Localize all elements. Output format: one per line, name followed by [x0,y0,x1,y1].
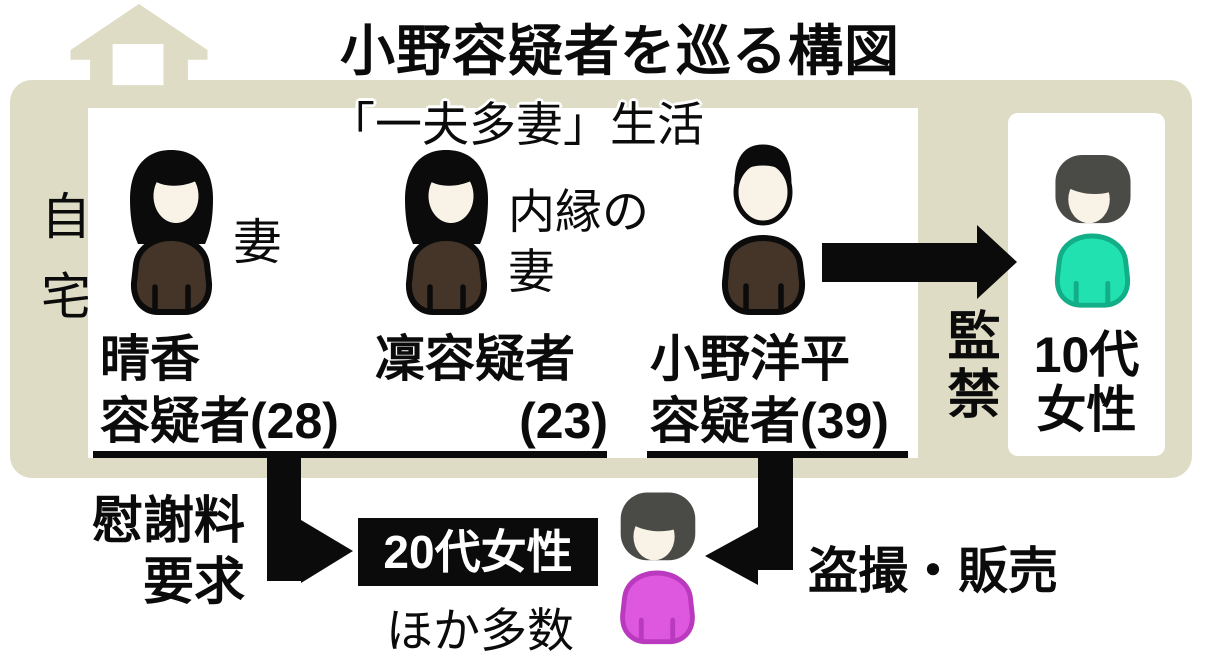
page-title: 小野容疑者を巡る構図 [340,20,901,82]
compensation-label-line1: 慰謝料 [91,492,245,549]
wife-name-line2: 容疑者(28) [100,393,339,449]
common-law-wife-role-line2: 妻 [508,245,555,298]
suspect-ono-icon [721,144,806,315]
common-law-wife-name-line2: (23) [519,393,608,449]
common-law-wife-name: 凜容疑者 (23) [375,328,608,452]
voyeurism-label: 盗撮・販売 [808,543,1058,599]
common-law-wife-icon [405,150,488,315]
suspect-ono-name-line1: 小野洋平 [650,331,850,387]
twenties-victim-icon [620,492,696,645]
teen-victim-label: 10代 女性 [1008,328,1165,438]
teen-victim-label-line2: 女性 [1036,382,1137,438]
suspect-ono-name: 小野洋平 容疑者(39) [650,328,889,452]
household-caption: 「一夫多妻」生活 [328,98,704,151]
teen-victim-icon [1054,154,1131,308]
voyeurism-arrow-icon [705,453,793,585]
home-label: 自宅 [34,190,90,350]
compensation-arrow-icon [267,455,353,583]
wife-icon [130,150,213,315]
wife-role-label: 妻 [233,216,283,270]
compensation-label: 慰謝料 要求 [83,490,245,612]
compensation-label-line2: 要求 [142,553,245,610]
victims-20s-note: ほか多数 [386,604,574,657]
victims-20s-box: 20代女性 [358,518,598,586]
confinement-label: 監禁 [940,308,999,424]
teen-victim-label-line1: 10代 [1033,327,1140,383]
common-law-wife-role-line1: 内縁の [508,185,649,238]
confinement-arrow-icon [822,225,1017,299]
common-law-wife-name-line1: 凜容疑者 [375,331,575,387]
house-icon [70,3,208,93]
wife-name-line1: 晴香 [100,331,200,387]
names-underline-left [93,451,607,458]
wife-name: 晴香 容疑者(28) [100,328,339,452]
common-law-wife-role-label: 内縁の 妻 [508,182,649,302]
suspect-ono-name-line2: 容疑者(39) [650,393,889,449]
